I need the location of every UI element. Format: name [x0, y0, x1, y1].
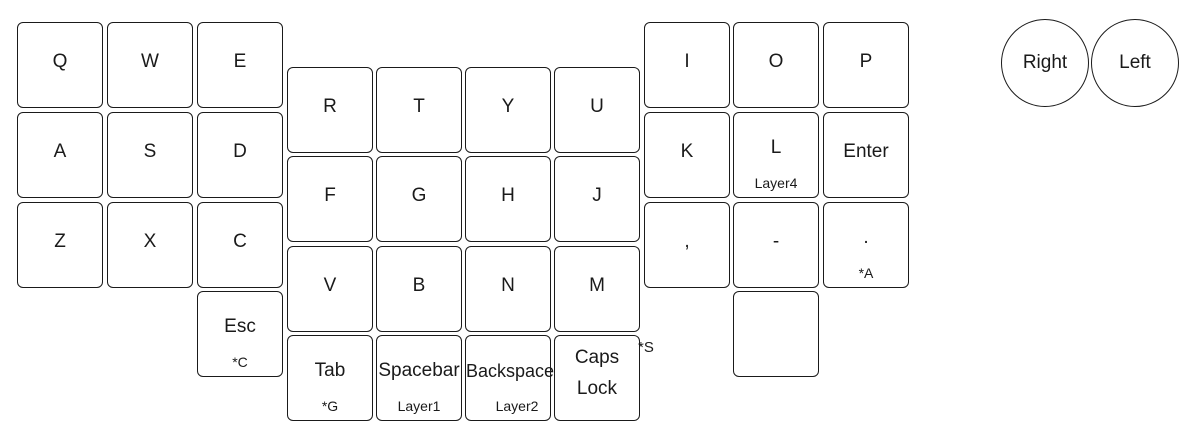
key-l[interactable]: L Layer4 [733, 112, 819, 198]
key-label: B [412, 275, 426, 296]
key-w[interactable]: W [107, 22, 193, 108]
key-label: O [768, 51, 784, 72]
key-capslock[interactable]: Caps Lock [554, 335, 640, 421]
key-enter[interactable]: Enter [823, 112, 909, 198]
key-q[interactable]: Q [17, 22, 103, 108]
key-esc[interactable]: Esc *C [197, 291, 283, 377]
key-tab[interactable]: Tab *G [287, 335, 373, 421]
key-sublabel: *A [858, 265, 874, 281]
key-label: V [323, 275, 337, 296]
key-v[interactable]: V [287, 246, 373, 332]
key-t[interactable]: T [376, 67, 462, 153]
key-o[interactable]: O [733, 22, 819, 108]
key-comma[interactable]: , [644, 202, 730, 288]
key-label: S [143, 141, 157, 162]
key-label: Tab [314, 360, 346, 381]
key-label: F [324, 185, 336, 206]
key-label: M [589, 275, 605, 296]
key-label: Caps Lock [574, 347, 620, 399]
key-label: Backspace [466, 361, 555, 381]
key-label: U [590, 96, 604, 117]
key-label: , [684, 231, 690, 252]
key-i[interactable]: I [644, 22, 730, 108]
key-label: Z [54, 231, 66, 252]
encoder-right[interactable]: Right [1001, 19, 1089, 107]
key-a[interactable]: A [17, 112, 103, 198]
key-z[interactable]: Z [17, 202, 103, 288]
key-label: A [53, 141, 67, 162]
key-sublabel: Layer2 [495, 398, 539, 414]
caps-side-note: *S [638, 339, 654, 356]
key-f[interactable]: F [287, 156, 373, 242]
key-period[interactable]: . *A [823, 202, 909, 288]
key-d[interactable]: D [197, 112, 283, 198]
key-label: I [684, 51, 690, 72]
key-label: T [413, 96, 425, 117]
key-minus[interactable]: - [733, 202, 819, 288]
key-g[interactable]: G [376, 156, 462, 242]
key-label: N [501, 275, 515, 296]
key-spacebar[interactable]: Spacebar Layer1 [376, 335, 462, 421]
key-label: . [863, 227, 869, 248]
key-y[interactable]: Y [465, 67, 551, 153]
key-u[interactable]: U [554, 67, 640, 153]
key-label: C [233, 231, 247, 252]
key-m[interactable]: M [554, 246, 640, 332]
encoder-label: Left [1119, 52, 1151, 73]
key-label: L [770, 137, 782, 158]
key-label: J [592, 185, 602, 206]
encoder-left[interactable]: Left [1091, 19, 1179, 107]
key-p[interactable]: P [823, 22, 909, 108]
key-label: P [859, 51, 873, 72]
key-e[interactable]: E [197, 22, 283, 108]
key-s[interactable]: S [107, 112, 193, 198]
key-sublabel: *C [232, 354, 248, 370]
key-label: Q [52, 51, 68, 72]
key-r[interactable]: R [287, 67, 373, 153]
key-k[interactable]: K [644, 112, 730, 198]
key-label: X [143, 231, 157, 252]
key-label: R [323, 96, 337, 117]
key-b[interactable]: B [376, 246, 462, 332]
key-label: W [141, 51, 159, 72]
key-label: Esc [224, 316, 256, 337]
key-c[interactable]: C [197, 202, 283, 288]
key-label: H [501, 185, 515, 206]
key-blank[interactable] [733, 291, 819, 377]
key-sublabel: Layer1 [397, 398, 441, 414]
key-label: - [772, 231, 780, 252]
key-n[interactable]: N [465, 246, 551, 332]
key-label: Y [501, 96, 515, 117]
key-sublabel: *G [321, 398, 339, 414]
key-sublabel: Layer4 [754, 175, 798, 191]
key-label: Spacebar [378, 360, 460, 381]
key-backspace[interactable]: Backspace Layer2 [465, 335, 555, 421]
key-label: Enter [843, 141, 889, 162]
key-j[interactable]: J [554, 156, 640, 242]
key-label: K [680, 141, 694, 162]
key-label: G [411, 185, 427, 206]
key-label: E [233, 51, 247, 72]
encoder-label: Right [1022, 52, 1068, 73]
key-label: D [233, 141, 247, 162]
key-x[interactable]: X [107, 202, 193, 288]
key-h[interactable]: H [465, 156, 551, 242]
